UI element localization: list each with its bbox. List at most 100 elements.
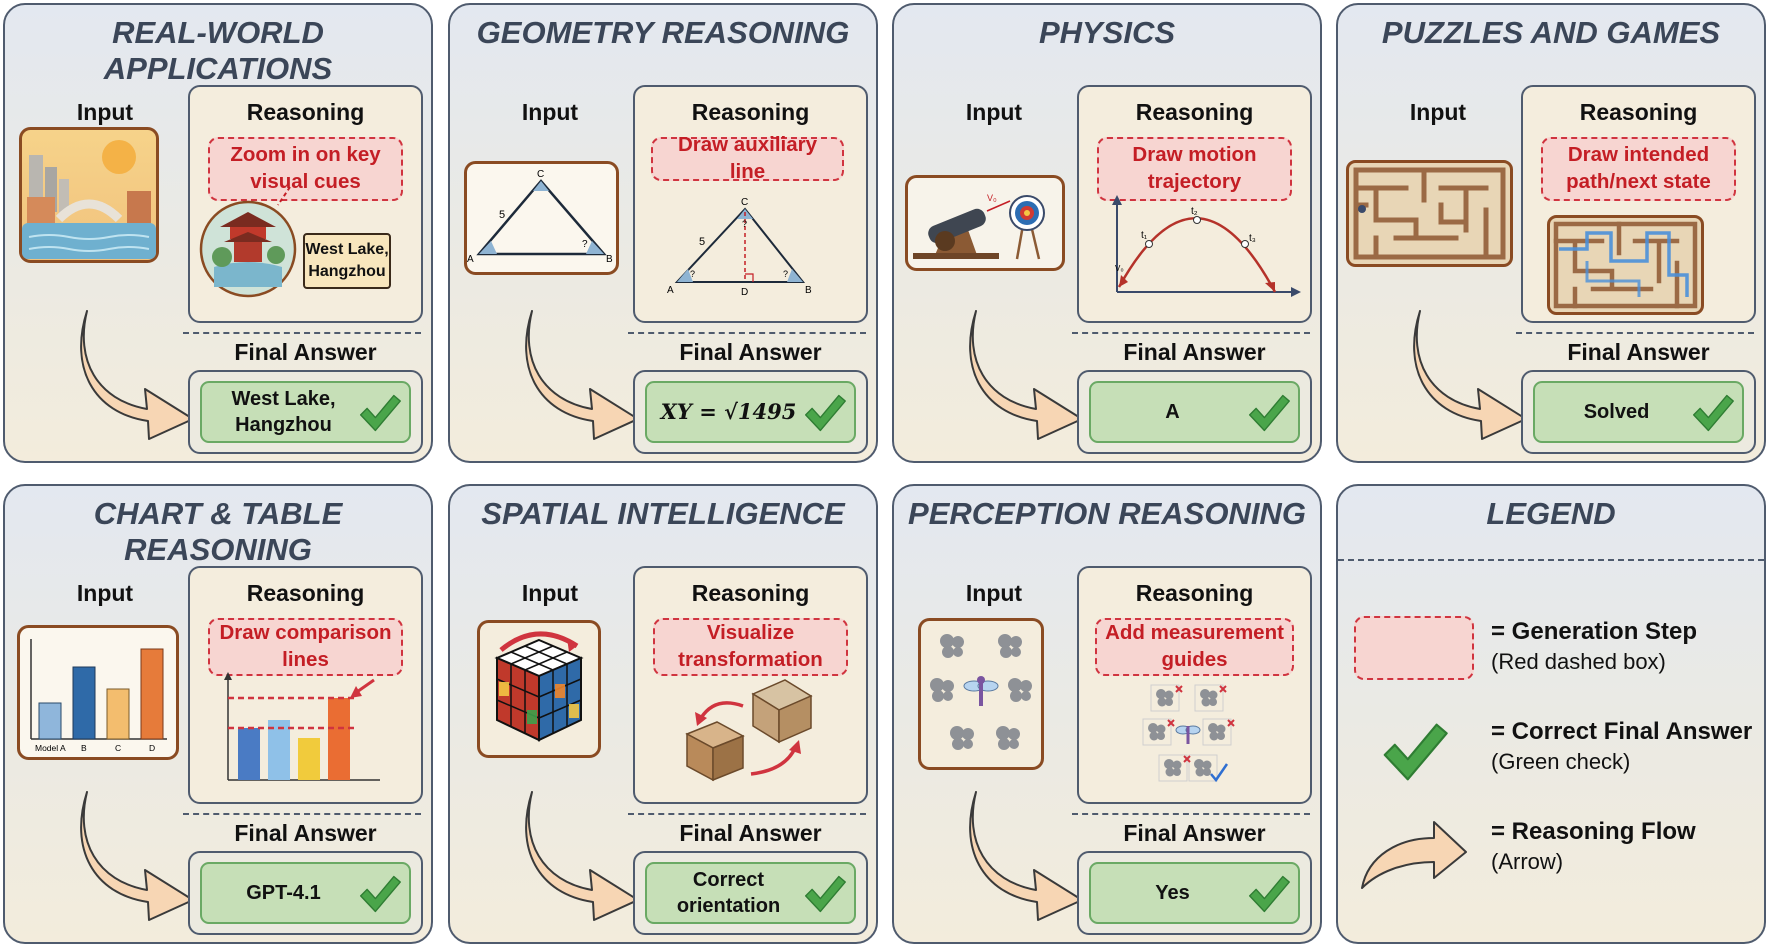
maze-solution-image <box>1547 215 1704 315</box>
cannon-target-image: V₀ <box>905 175 1065 271</box>
check-icon <box>1690 390 1736 436</box>
final-answer-text: XY = √1495 <box>660 399 797 425</box>
vertex-b-label: B <box>805 285 812 296</box>
generation-step: Zoom in on key visual cues <box>208 137 403 201</box>
panel-title: GEOMETRY REASONING <box>476 15 850 50</box>
panel-puzzles: PUZZLES AND GAMES Input Reasoning Draw i… <box>1336 3 1766 463</box>
final-answer-text: GPT-4.1 <box>246 882 321 904</box>
panel-physics: PHYSICS Input V₀ Reasoning Draw motion t… <box>892 3 1322 463</box>
final-answer-text: A <box>1165 401 1180 423</box>
input-label: Input <box>521 580 579 606</box>
separator <box>183 332 421 334</box>
generation-step: Draw comparison lines <box>208 618 403 676</box>
final-answer-label: Final Answer <box>234 339 377 365</box>
final-answer-label: Final Answer <box>679 339 822 365</box>
vertex-b-label: B <box>606 254 613 265</box>
panel-spatial: SPATIAL INTELLIGENCE Input Reasoning Vis… <box>448 484 878 944</box>
reasoning-label: Reasoning <box>1135 99 1254 125</box>
reasoning-box: Reasoning Draw intended path/next state <box>1521 85 1756 323</box>
auxiliary-line-diagram: C A B D 5 ? ? ? <box>667 197 812 298</box>
final-answer-text: West Lake, Hangzhou <box>231 388 336 436</box>
panel-perception: PERCEPTION REASONING Input Reasoning Add… <box>892 484 1322 944</box>
vertex-a-label: A <box>667 285 674 296</box>
pagoda-zoom-illustration <box>199 186 297 298</box>
reasoning-flow-arrow <box>75 305 200 440</box>
final-answer-text: Yes <box>1155 882 1190 904</box>
check-icon <box>802 871 848 917</box>
reasoning-flow-arrow <box>75 786 200 921</box>
panel-title: SPATIAL INTELLIGENCE <box>481 496 845 531</box>
final-answer-box: GPT-4.1 <box>188 851 423 935</box>
category-label-b: B <box>81 743 87 753</box>
separator <box>1516 332 1754 334</box>
legend-item-title: = Correct Final Answer <box>1491 718 1753 745</box>
maze-input-image <box>1346 160 1513 267</box>
generation-step-swatch <box>1354 616 1474 680</box>
reasoning-flow-arrow <box>964 305 1089 440</box>
separator <box>1338 559 1764 561</box>
legend-item-desc: (Arrow) <box>1491 849 1564 874</box>
reasoning-label: Reasoning <box>1579 99 1698 125</box>
vertex-c-label: C <box>537 169 544 180</box>
category-label-d: D <box>149 743 155 753</box>
time-label-3: t₃ <box>1249 233 1256 244</box>
final-answer-label: Final Answer <box>1123 339 1266 365</box>
panel-title: REAL-WORLD APPLICATIONS <box>103 15 333 86</box>
input-label: Input <box>965 580 1023 606</box>
category-label-a: Model A <box>35 743 66 753</box>
generation-step: Draw intended path/next state <box>1541 137 1736 201</box>
time-label-2: t₂ <box>1191 206 1198 217</box>
final-answer-text: Correct orientation <box>676 869 781 917</box>
velocity-label: V₀ <box>987 193 997 203</box>
input-label: Input <box>76 99 134 125</box>
reasoning-label: Reasoning <box>691 580 810 606</box>
separator <box>628 332 866 334</box>
reasoning-box: Reasoning Add measurement guides <box>1077 566 1312 804</box>
final-answer-box: Solved <box>1521 370 1756 454</box>
input-label: Input <box>76 580 134 606</box>
check-icon <box>357 871 403 917</box>
check-icon <box>802 390 848 436</box>
reasoning-box: Reasoning Visualize transformation <box>633 566 868 804</box>
unknown-angle-label: ? <box>582 239 588 250</box>
cube-transformation-illustration <box>685 679 813 782</box>
time-label-1: t₁ <box>1141 230 1148 241</box>
separator <box>1072 332 1310 334</box>
panel-geometry: GEOMETRY REASONING Input C A B 5 ? Reaso… <box>448 3 878 463</box>
legend-item-desc: (Green check) <box>1491 749 1631 774</box>
input-label: Input <box>521 99 579 125</box>
check-icon <box>1246 871 1292 917</box>
svg-text:?: ? <box>742 219 747 229</box>
check-icon <box>1374 716 1456 788</box>
svg-text:?: ? <box>783 269 788 279</box>
reasoning-box: Reasoning Draw comparison lines <box>188 566 423 804</box>
input-label: Input <box>1409 99 1467 125</box>
reasoning-label: Reasoning <box>246 99 365 125</box>
trajectory-diagram: t₁ t₂ t₃ V₀ <box>1112 195 1301 297</box>
rubiks-cube-image <box>477 620 601 758</box>
final-answer-box: West Lake, Hangzhou <box>188 370 423 454</box>
panel-title: PUZZLES AND GAMES <box>1381 15 1721 50</box>
generation-step: Draw auxiliary line <box>651 133 844 183</box>
reasoning-box: Reasoning Draw auxiliary line C A B D 5 … <box>633 85 868 323</box>
panel-title: PHYSICS <box>1038 15 1176 50</box>
check-icon <box>357 390 403 436</box>
legend-item-title: = Reasoning Flow <box>1491 818 1696 845</box>
reasoning-flow-arrow <box>520 305 645 440</box>
side-length-label: 5 <box>499 209 505 221</box>
legend-item-title: = Generation Step <box>1491 618 1698 645</box>
reasoning-box: Reasoning Zoom in on key visual cues Wes… <box>188 85 423 323</box>
legend-item-desc: (Red dashed box) <box>1491 649 1666 674</box>
city-canal-image <box>19 127 159 263</box>
panel-real-world: REAL-WORLD APPLICATIONS Input Reasoning … <box>3 3 433 463</box>
panel-title: PERCEPTION REASONING <box>908 496 1306 531</box>
panel-legend: LEGEND = Generation Step (Red dashed box… <box>1336 484 1766 944</box>
reasoning-box: Reasoning Draw motion trajectory t₁ t₂ t… <box>1077 85 1312 323</box>
final-answer-label: Final Answer <box>1567 339 1710 365</box>
legend-title: LEGEND <box>1486 496 1616 531</box>
reasoning-label: Reasoning <box>1135 580 1254 606</box>
perception-grid-image <box>918 618 1044 770</box>
vertex-c-label: C <box>741 197 748 208</box>
reasoning-label: Reasoning <box>691 99 810 125</box>
separator <box>1072 813 1310 815</box>
